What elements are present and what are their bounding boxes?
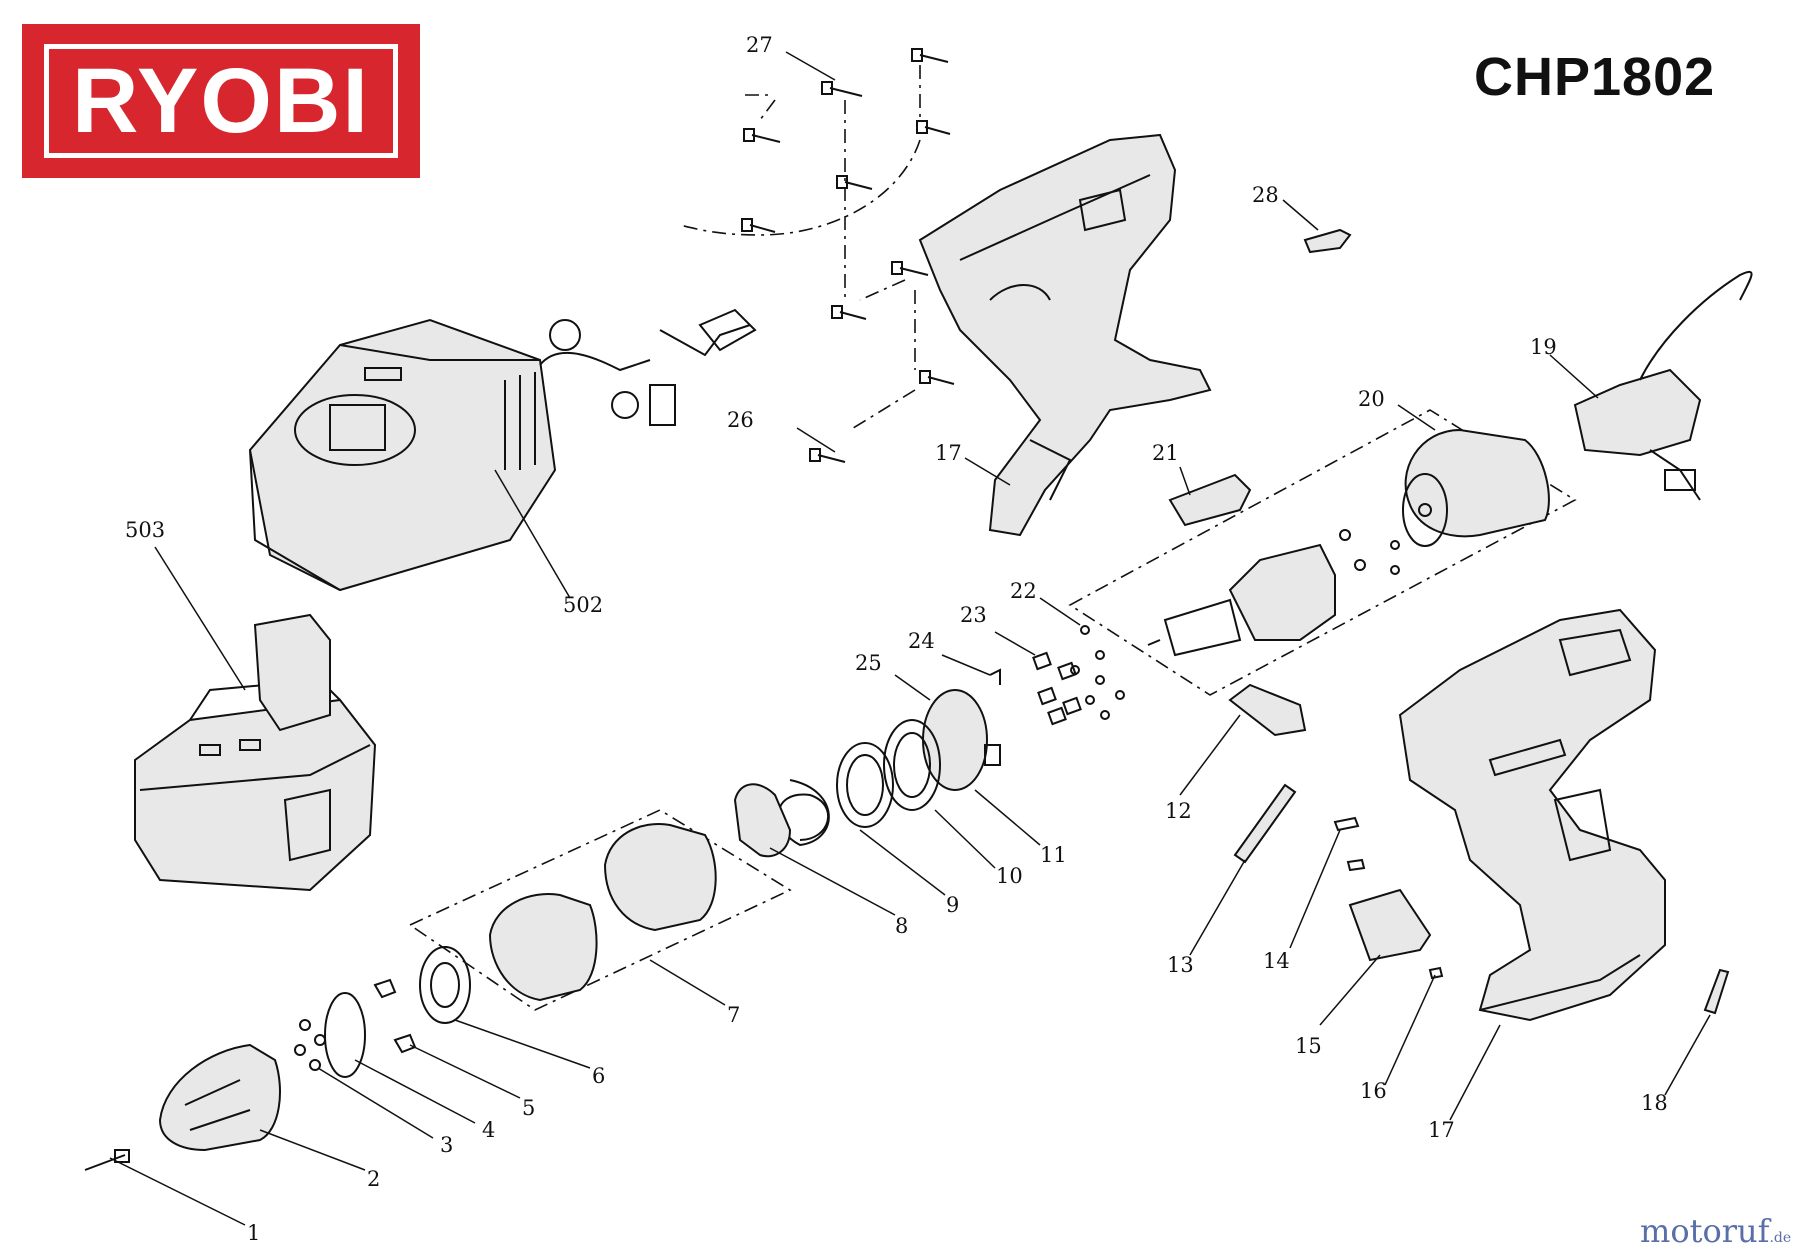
logo-frame: RYOBI bbox=[44, 44, 398, 158]
trigger-switch bbox=[1573, 270, 1753, 501]
callout-24: 24 bbox=[908, 629, 935, 653]
battery-pack bbox=[134, 613, 377, 892]
watermark-suffix: .de bbox=[1769, 1230, 1792, 1246]
motor-assembly bbox=[1068, 409, 1577, 696]
callout-26: 26 bbox=[727, 408, 754, 432]
callout-9: 9 bbox=[946, 893, 959, 917]
callout-19: 19 bbox=[1530, 335, 1557, 359]
part-21-clip bbox=[1168, 473, 1252, 527]
callout-17-bottom: 17 bbox=[1428, 1118, 1455, 1142]
callout-18: 18 bbox=[1641, 1091, 1668, 1115]
callout-11: 11 bbox=[1040, 843, 1067, 867]
callout-6: 6 bbox=[592, 1064, 605, 1088]
part-12-bracket bbox=[1228, 683, 1307, 737]
callout-27: 27 bbox=[746, 33, 773, 57]
model-number: CHP1802 bbox=[1474, 47, 1716, 107]
callout-28: 28 bbox=[1252, 183, 1279, 207]
watermark: motoruf.de bbox=[1640, 1212, 1791, 1250]
bit-holder-parts bbox=[1233, 783, 1444, 980]
callout-8: 8 bbox=[895, 914, 908, 938]
callout-22: 22 bbox=[1010, 579, 1037, 603]
housing-half-right bbox=[1398, 608, 1666, 1022]
callout-2: 2 bbox=[367, 1167, 380, 1191]
callout-10: 10 bbox=[996, 864, 1023, 888]
callout-16: 16 bbox=[1360, 1079, 1387, 1103]
callout-15: 15 bbox=[1295, 1034, 1322, 1058]
callout-13: 13 bbox=[1167, 953, 1194, 977]
screwdriver-bit bbox=[1703, 968, 1730, 1015]
housing-half-left bbox=[918, 133, 1212, 537]
callout-3: 3 bbox=[440, 1133, 453, 1157]
gear-shift-assembly bbox=[408, 809, 792, 1011]
battery-charger bbox=[248, 308, 757, 592]
callout-502: 502 bbox=[563, 593, 603, 617]
callout-503: 503 bbox=[125, 518, 165, 542]
ryobi-logo: RYOBI bbox=[22, 24, 420, 178]
callout-7: 7 bbox=[727, 1003, 740, 1027]
callout-12: 12 bbox=[1165, 799, 1192, 823]
clutch-plate-parts bbox=[294, 946, 471, 1078]
small-parts-cluster bbox=[989, 625, 1125, 726]
callout-14: 14 bbox=[1263, 949, 1290, 973]
callout-4: 4 bbox=[482, 1118, 495, 1142]
gear-and-clutch-stack bbox=[733, 689, 1001, 858]
leader-lines bbox=[109, 51, 1711, 1226]
callout-5: 5 bbox=[522, 1096, 535, 1120]
callout-1: 1 bbox=[247, 1221, 260, 1245]
logo-text: RYOBI bbox=[72, 49, 370, 152]
screw-set bbox=[679, 48, 955, 463]
part-28-bit bbox=[1303, 228, 1352, 254]
drill-chuck bbox=[84, 1043, 281, 1171]
callout-23: 23 bbox=[960, 603, 987, 627]
watermark-text: motoruf bbox=[1640, 1212, 1770, 1250]
callout-25: 25 bbox=[855, 651, 882, 675]
callout-20: 20 bbox=[1358, 387, 1385, 411]
callout-labels: 27 28 19 20 26 17 21 503 502 22 23 24 25… bbox=[125, 33, 1668, 1245]
callout-21: 21 bbox=[1152, 441, 1179, 465]
callout-17-top: 17 bbox=[935, 441, 962, 465]
